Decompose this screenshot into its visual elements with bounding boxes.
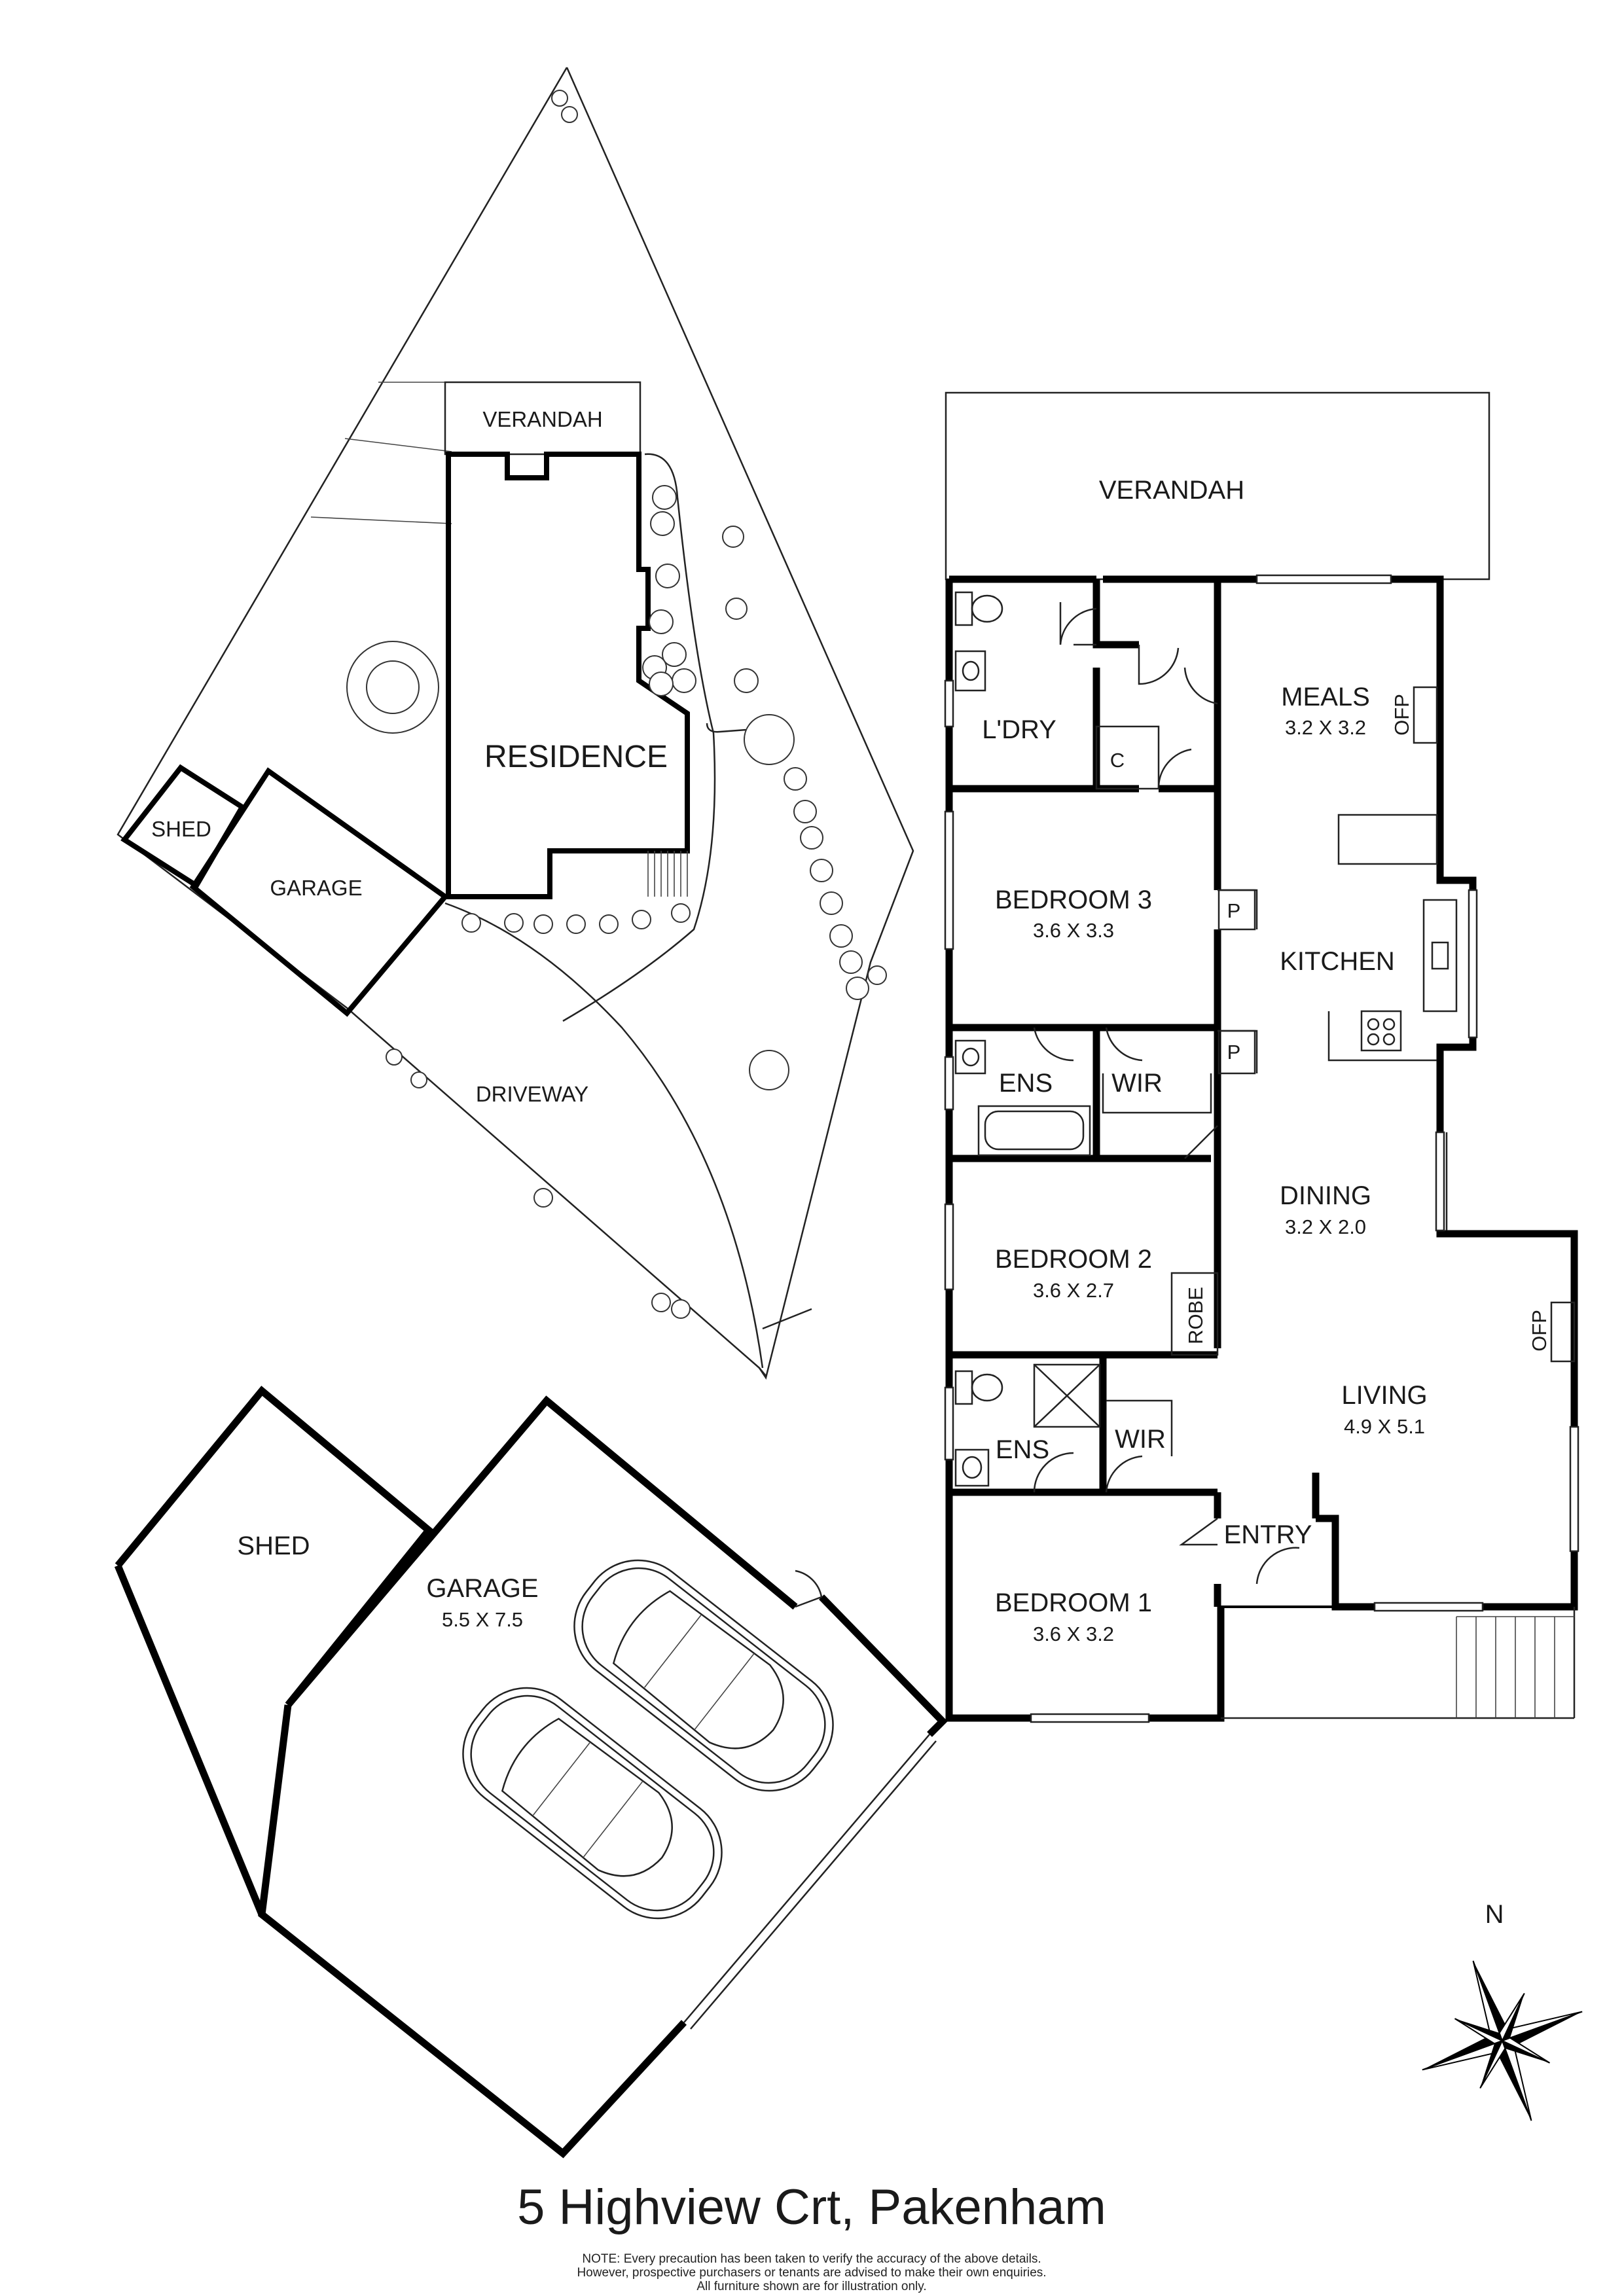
door-swings [762,602,1300,1585]
garage-walls [258,1395,948,2159]
robe-label: ROBE [1184,1287,1207,1344]
bedroom3-dims: 3.6 X 3.3 [1033,919,1114,942]
site-garage-label: GARAGE [270,876,362,900]
shed-label: SHED [237,1532,310,1560]
compass-north-label: N [1485,1900,1504,1929]
bedroom1-dims: 3.6 X 3.2 [1033,1623,1114,1645]
laundry-label: L'DRY [982,715,1056,744]
bedroom1-label: BEDROOM 1 [995,1588,1152,1617]
cupboard-label: C [1110,749,1125,772]
garage-dims: 5.5 X 7.5 [442,1608,523,1631]
fixtures [954,591,1576,1718]
site-trees [346,90,887,1319]
living-label: LIVING [1341,1381,1427,1410]
garage-shed-plan: SHED GARAGE 5.5 X 7.5 [114,1386,948,2159]
pantry2-label: P [1227,1041,1241,1064]
bedroom2-dims: 3.6 X 2.7 [1033,1279,1114,1302]
site-plan: VERANDAH RESIDENCE SHED GARAGE DRIVEWAY [117,67,914,1380]
dining-dims: 3.2 X 2.0 [1285,1215,1366,1238]
site-garage [189,767,449,1017]
compass-rose: N [1422,1900,1583,2121]
site-residence [446,452,690,899]
ens2-label: ENS [996,1435,1049,1464]
site-driveway-label: DRIVEWAY [476,1082,588,1106]
pantry1-label: P [1227,899,1241,922]
site-driveway [444,902,764,1369]
site-boundary [117,67,914,1380]
wir2-label: WIR [1115,1425,1166,1454]
property-address-title: 5 Highview Crt, Pakenham [517,2179,1106,2235]
ofp-meals-label: OFP [1390,694,1413,736]
bedroom2-label: BEDROOM 2 [995,1245,1152,1274]
ofp-living-label: OFP [1528,1310,1551,1352]
house-outer-walls [945,575,1578,1722]
site-verandah-label: VERANDAH [482,407,602,431]
note-line-3: All furniture shown are for illustration… [696,2280,926,2293]
meals-dims: 3.2 X 3.2 [1285,716,1366,739]
wir1-label: WIR [1111,1069,1163,1098]
garage-label: GARAGE [426,1574,538,1603]
car-icon [573,1559,834,1792]
site-residence-label: RESIDENCE [484,740,668,774]
living-dims: 4.9 X 5.1 [1344,1415,1425,1438]
ens1-label: ENS [999,1069,1053,1098]
bedroom3-label: BEDROOM 3 [995,886,1152,914]
site-shed-label: SHED [151,817,211,841]
kitchen-label: KITCHEN [1280,947,1395,976]
note-line-1: NOTE: Every precaution has been taken to… [582,2252,1041,2266]
verandah-label: VERANDAH [1099,476,1244,505]
floor-plan: VERANDAH [762,391,1579,1723]
dining-label: DINING [1280,1181,1371,1210]
meals-label: MEALS [1281,683,1370,711]
note-line-2: However, prospective purchasers or tenan… [577,2266,1046,2280]
entry-label: ENTRY [1224,1520,1312,1549]
car-icon [462,1687,723,1920]
site-verandah [444,381,641,456]
